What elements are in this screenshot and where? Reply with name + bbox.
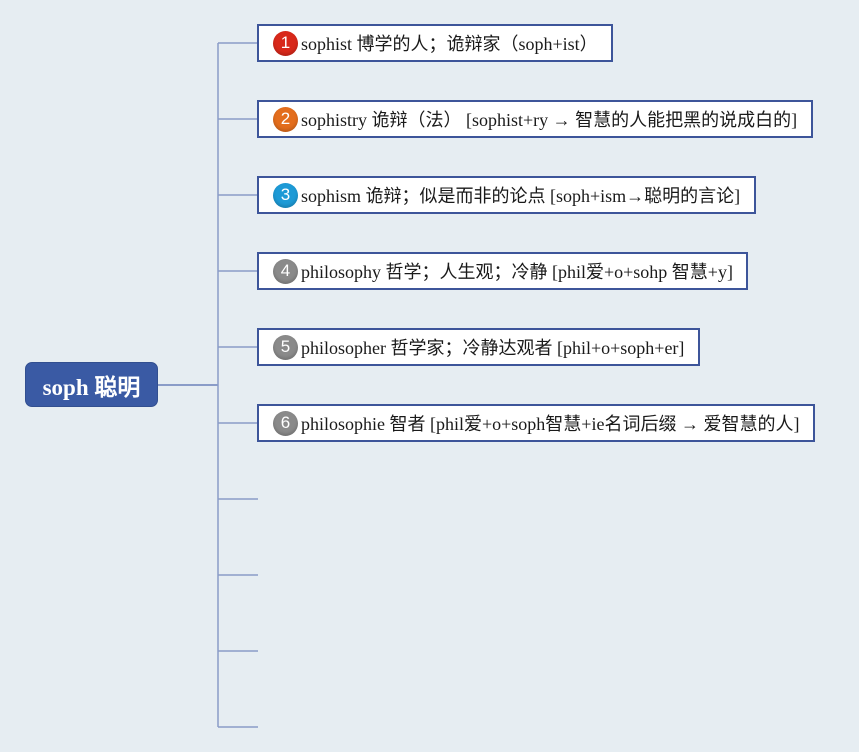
branch-node-4[interactable]: 4 philosophy 哲学；人生观；冷静 [phil爱+o+sohp 智慧+…: [257, 252, 748, 290]
number-badge-6-icon: 6: [273, 410, 298, 436]
branch-node-5[interactable]: 5 philosopher 哲学家；冷静达观者 [phil+o+soph+er]: [257, 328, 700, 366]
branch-label-2: sophistry 诡辩（法） [sophist+ry → 智慧的人能把黑的说成…: [301, 110, 798, 130]
branch-node-2[interactable]: 2 sophistry 诡辩（法） [sophist+ry → 智慧的人能把黑的…: [257, 100, 813, 138]
branch-label-3: sophism 诡辩；似是而非的论点 [soph+ism→聪明的言论]: [301, 186, 741, 206]
branch-label-4: philosophy 哲学；人生观；冷静 [phil爱+o+sohp 智慧+y]: [301, 262, 733, 282]
number-badge-4-icon: 4: [273, 258, 298, 284]
branch-node-1[interactable]: 1 sophist 博学的人；诡辩家（soph+ist）: [257, 24, 613, 62]
branch-label-6: philosophie 智者 [phil爱+o+soph智慧+ie名词后缀 → …: [301, 414, 800, 434]
branch-node-6[interactable]: 6 philosophie 智者 [phil爱+o+soph智慧+ie名词后缀 …: [257, 404, 815, 442]
number-badge-5-icon: 5: [273, 334, 298, 360]
number-badge-3-icon: 3: [273, 182, 298, 208]
branch-label-5: philosopher 哲学家；冷静达观者 [phil+o+soph+er]: [301, 338, 685, 358]
branch-node-3[interactable]: 3 sophism 诡辩；似是而非的论点 [soph+ism→聪明的言论]: [257, 176, 756, 214]
number-badge-1-icon: 1: [273, 30, 298, 56]
number-badge-2-icon: 2: [273, 106, 298, 132]
root-topic-label: soph 聪明: [42, 374, 141, 400]
root-topic[interactable]: soph 聪明: [25, 362, 158, 407]
branch-label-1: sophist 博学的人；诡辩家（soph+ist）: [301, 34, 598, 54]
